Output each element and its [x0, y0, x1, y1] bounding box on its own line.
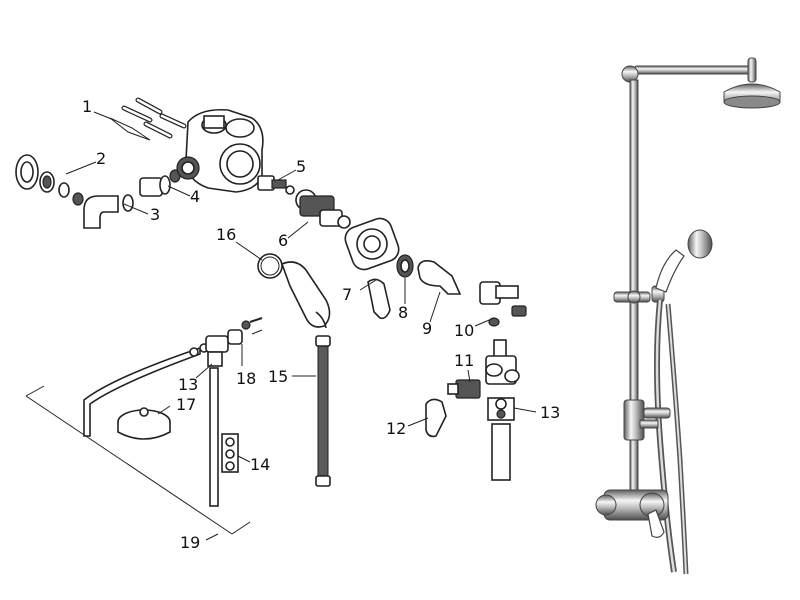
- label-4: 4: [190, 187, 200, 206]
- label-13-right: 13: [540, 403, 560, 422]
- part-labels: 1 2 3 4 5 6 7 8 9 10 11 12 13 13 14 15 1…: [82, 97, 560, 552]
- label-7: 7: [342, 285, 352, 304]
- label-9: 9: [422, 319, 432, 338]
- right-exploded-parts: [425, 339, 520, 481]
- label-16: 16: [216, 225, 236, 244]
- label-3: 3: [150, 205, 160, 224]
- assembled-shower: [595, 57, 781, 575]
- label-15: 15: [268, 367, 288, 386]
- label-14: 14: [250, 455, 270, 474]
- label-17: 17: [176, 395, 196, 414]
- part-7-shroud: [344, 217, 400, 320]
- part-3-elbow: [83, 194, 134, 229]
- part-5-flow-cartridge: [257, 175, 295, 195]
- label-19: 19: [180, 533, 200, 552]
- label-13-left: 13: [178, 375, 198, 394]
- riser-assembly-parts: [25, 317, 263, 535]
- label-18: 18: [236, 369, 256, 388]
- label-8: 8: [398, 303, 408, 322]
- part-16-hose-retaining-ring: [257, 253, 283, 279]
- leader-lines: [65, 111, 537, 541]
- valve-body: [176, 108, 264, 193]
- label-6: 6: [278, 231, 288, 250]
- label-12: 12: [386, 419, 406, 438]
- label-2: 2: [96, 149, 106, 168]
- label-5: 5: [296, 157, 306, 176]
- part-1-screws: [109, 97, 187, 141]
- part-4-connector: [139, 169, 181, 197]
- label-10: 10: [454, 321, 474, 340]
- part-2-wall-union: [15, 154, 84, 206]
- part-10-outlet-elbow: [479, 281, 527, 327]
- part-8-ring: [396, 254, 414, 278]
- handset: [280, 261, 331, 329]
- part-9-lever-handle: [417, 260, 462, 295]
- part-15-flexible-hose: [315, 335, 331, 487]
- label-1: 1: [82, 97, 92, 116]
- part-6-thermostatic-cartridge: [295, 189, 351, 229]
- label-11: 11: [454, 351, 474, 370]
